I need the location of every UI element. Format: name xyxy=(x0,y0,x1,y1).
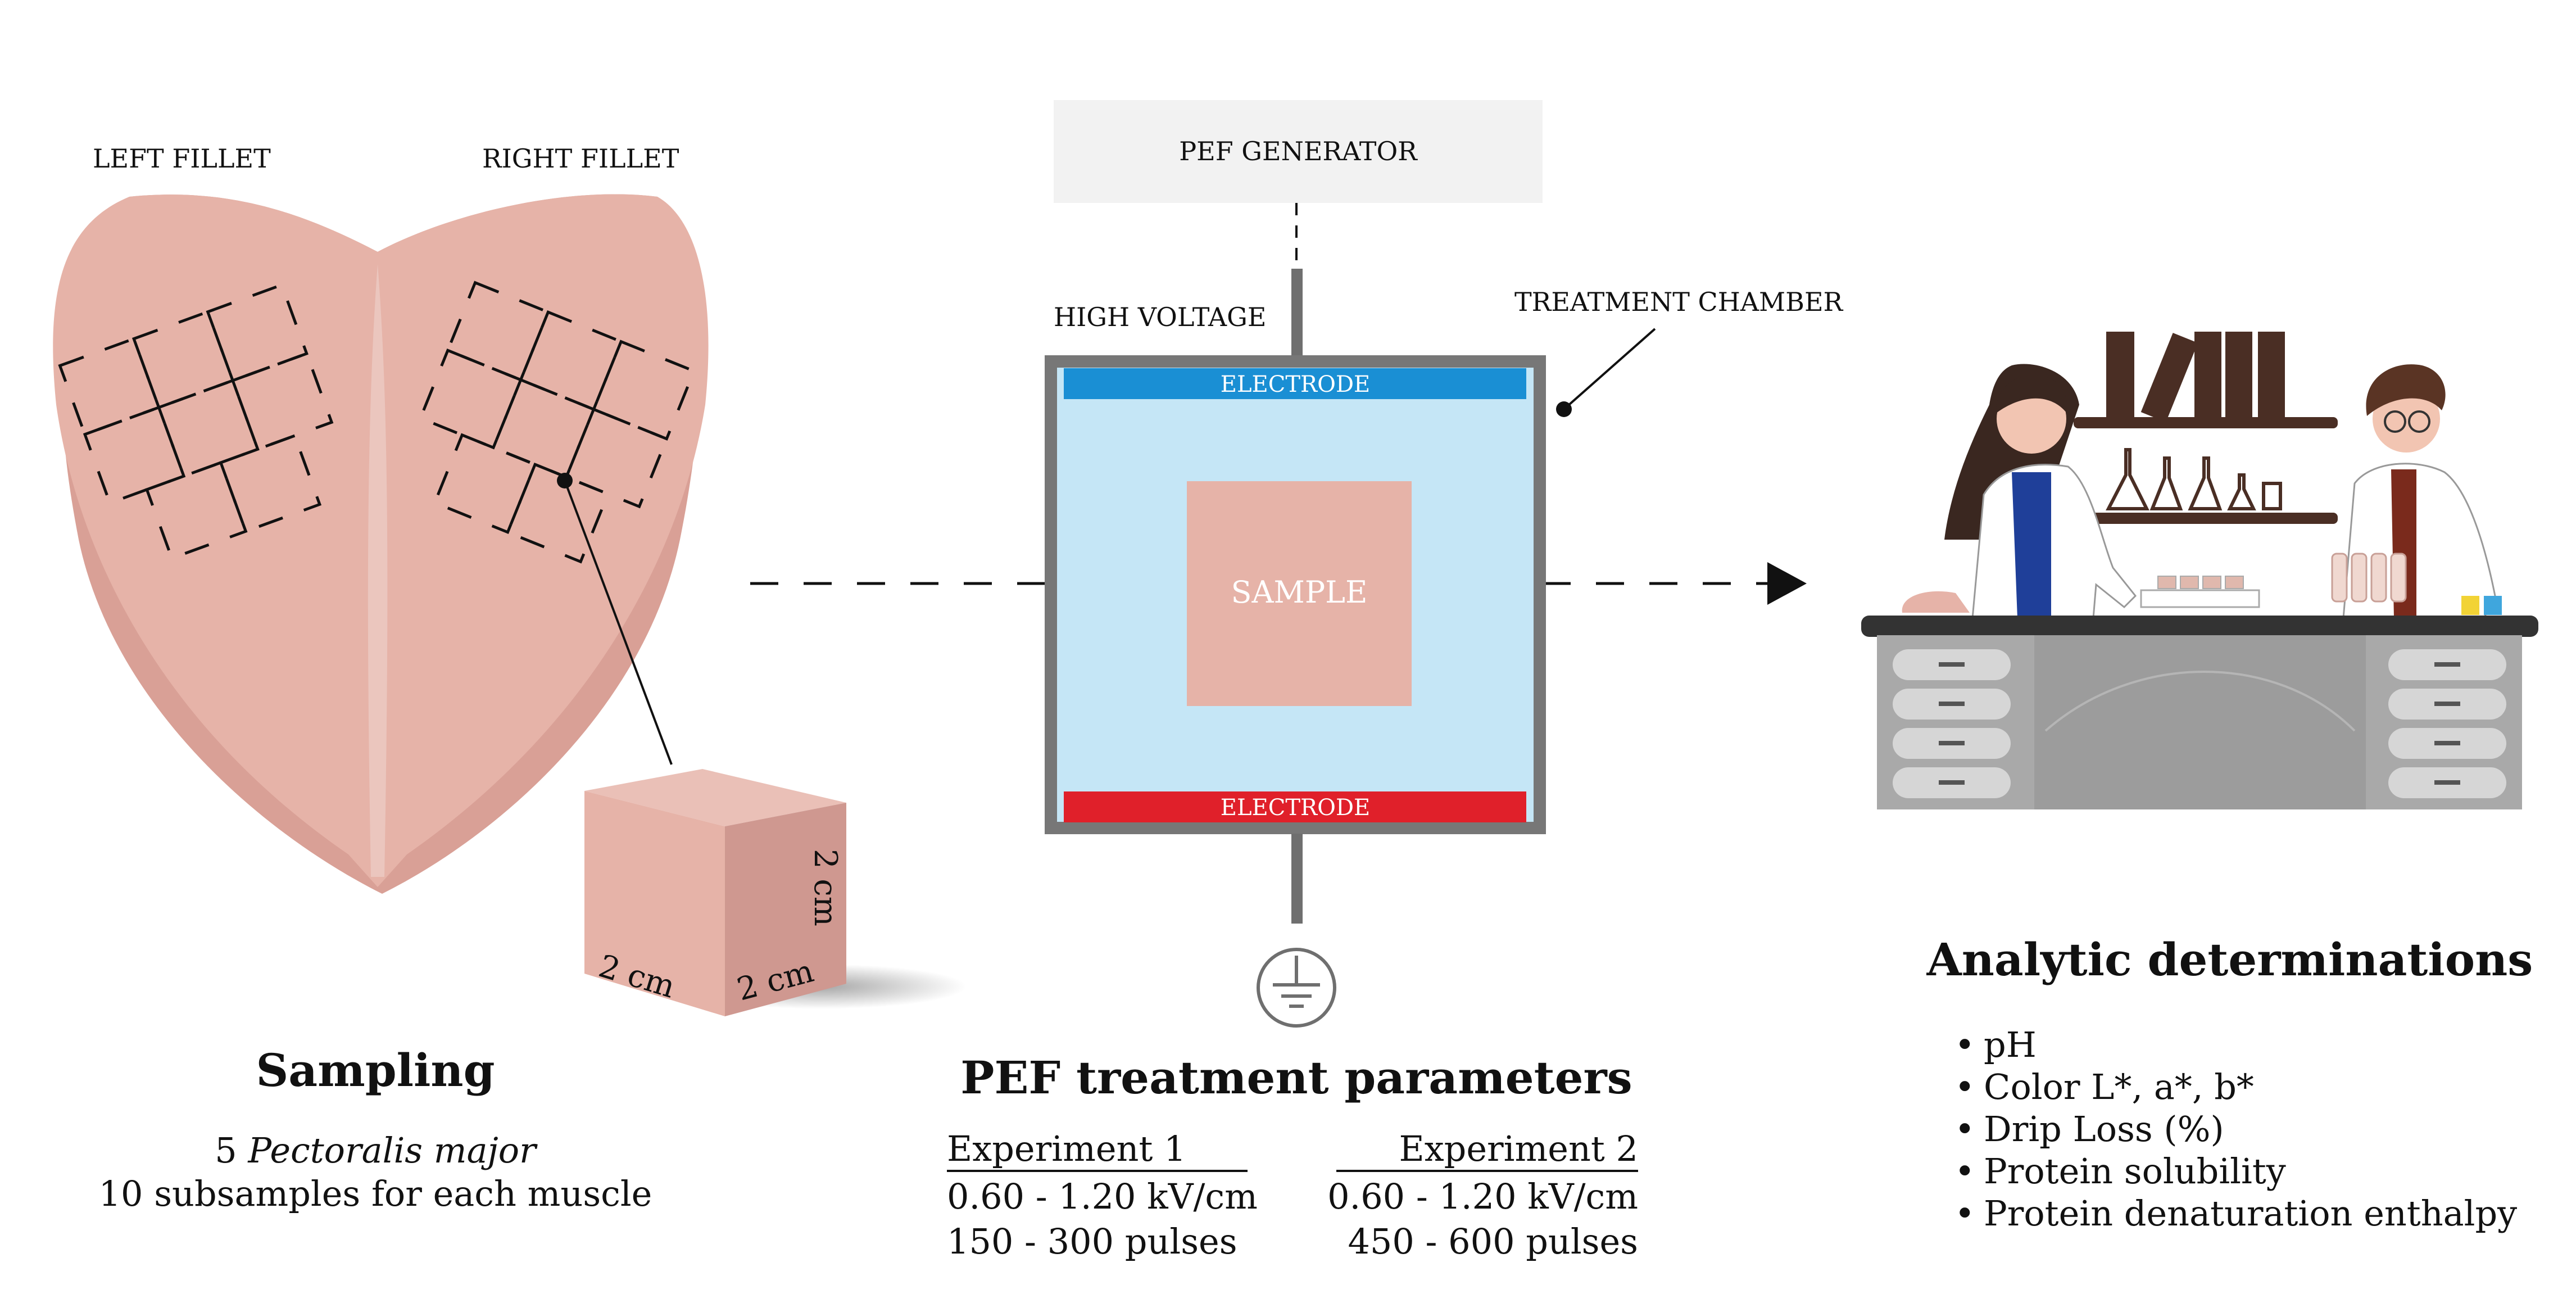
sampling-line1: 5 Pectoralis major xyxy=(215,1130,538,1171)
analysis-bullet: • xyxy=(1954,1066,1975,1107)
right-drawers xyxy=(2388,649,2506,798)
glassware-icon xyxy=(2106,448,2282,510)
keel-line xyxy=(368,264,388,877)
analysis-item: Protein denaturation enthalpy xyxy=(1984,1193,2517,1234)
cube-pointer-line xyxy=(564,480,673,765)
right-fillet-grid xyxy=(418,281,696,564)
experiment1-field: 0.60 - 1.20 kV/cm xyxy=(947,1176,1258,1217)
sampling-line2: 10 subsamples for each muscle xyxy=(99,1173,652,1214)
experiment2-name: Experiment 2 xyxy=(1399,1128,1638,1169)
lab-bench-center xyxy=(2034,635,2366,809)
lower-shelf xyxy=(2090,513,2338,524)
analysis-bullet: • xyxy=(1954,1151,1975,1192)
top-electrode-label: ELECTRODE xyxy=(1221,372,1370,397)
cube-top-face xyxy=(584,769,846,826)
lab-bench-top xyxy=(1861,616,2538,637)
analysis-bullet: • xyxy=(1954,1109,1975,1150)
pef-generator-label: PEF GENERATOR xyxy=(1179,136,1418,166)
reagent-cup-blue xyxy=(2484,596,2502,615)
chamber-pointer-line xyxy=(1563,328,1656,410)
cube-front-face xyxy=(584,791,725,1016)
experiment1-name: Experiment 1 xyxy=(947,1128,1186,1169)
analysis-item: pH xyxy=(1984,1024,2037,1065)
female-scientist-figure xyxy=(1944,364,2137,619)
experiment1-pulses: 150 - 300 pulses xyxy=(947,1221,1237,1262)
pef-title: PEF treatment parameters xyxy=(960,1051,1632,1104)
ground-rod xyxy=(1291,834,1303,924)
cube-right-face xyxy=(725,803,846,1016)
sample-block xyxy=(1187,481,1412,706)
high-voltage-label: HIGH VOLTAGE xyxy=(1054,302,1266,332)
sampling-title: Sampling xyxy=(256,1044,495,1097)
upper-shelf xyxy=(2074,417,2338,428)
chamber-pointer-dot xyxy=(1556,401,1572,417)
analysis-title: Analytic determinations xyxy=(1926,933,2533,986)
experiment2-field: 0.60 - 1.20 kV/cm xyxy=(1327,1176,1638,1217)
meat-sample-icon xyxy=(1902,591,1970,613)
sampling-section: LEFT FILLET RIGHT FILLET 2 cm 2 cm 2 cm … xyxy=(53,143,967,1214)
analysis-bullet: • xyxy=(1954,1193,1975,1234)
right-fillet-label: RIGHT FILLET xyxy=(482,143,679,174)
flow-arrow-head xyxy=(1767,562,1807,605)
high-voltage-rod xyxy=(1291,269,1303,364)
cube-height-label: 2 cm xyxy=(807,849,843,926)
books-icon xyxy=(2106,332,2285,422)
muscle-species: Pectoralis major xyxy=(247,1130,538,1171)
chamber-label: TREATMENT CHAMBER xyxy=(1514,287,1844,317)
sample-label: SAMPLE xyxy=(1231,574,1368,610)
analysis-section: Analytic determinations • pH • Color L*,… xyxy=(1926,933,2533,1234)
bottom-electrode-label: ELECTRODE xyxy=(1221,795,1370,821)
lab-illustration xyxy=(1861,332,2538,809)
analysis-item: Drip Loss (%) xyxy=(1984,1109,2224,1150)
analysis-item: Color L*, a*, b* xyxy=(1984,1066,2254,1107)
analysis-list: • pH • Color L*, a*, b* • Drip Loss (%) … xyxy=(1954,1024,2517,1234)
reagent-cup-yellow xyxy=(2461,596,2479,615)
lab-bench-highlight xyxy=(2044,671,2356,732)
test-tube-rack-icon xyxy=(2331,553,2407,603)
ground-icon xyxy=(1257,948,1336,1028)
sample-count: 5 xyxy=(215,1130,237,1171)
sample-dishes-icon xyxy=(2157,576,2244,589)
top-electrode xyxy=(1064,368,1526,399)
left-drawers xyxy=(1893,649,2011,798)
pef-generator-box xyxy=(1054,100,1543,203)
pef-section: PEF GENERATOR HIGH VOLTAGE ELECTRODE ELE… xyxy=(947,100,1844,1262)
analysis-bullet: • xyxy=(1954,1024,1975,1065)
left-fillet-label: LEFT FILLET xyxy=(93,143,271,174)
experiment2-pulses: 450 - 600 pulses xyxy=(1348,1221,1638,1262)
cube-pointer-dot xyxy=(557,473,573,488)
analysis-item: Protein solubility xyxy=(1984,1151,2286,1192)
bottom-electrode xyxy=(1064,791,1526,822)
tray-icon xyxy=(2140,589,2260,608)
